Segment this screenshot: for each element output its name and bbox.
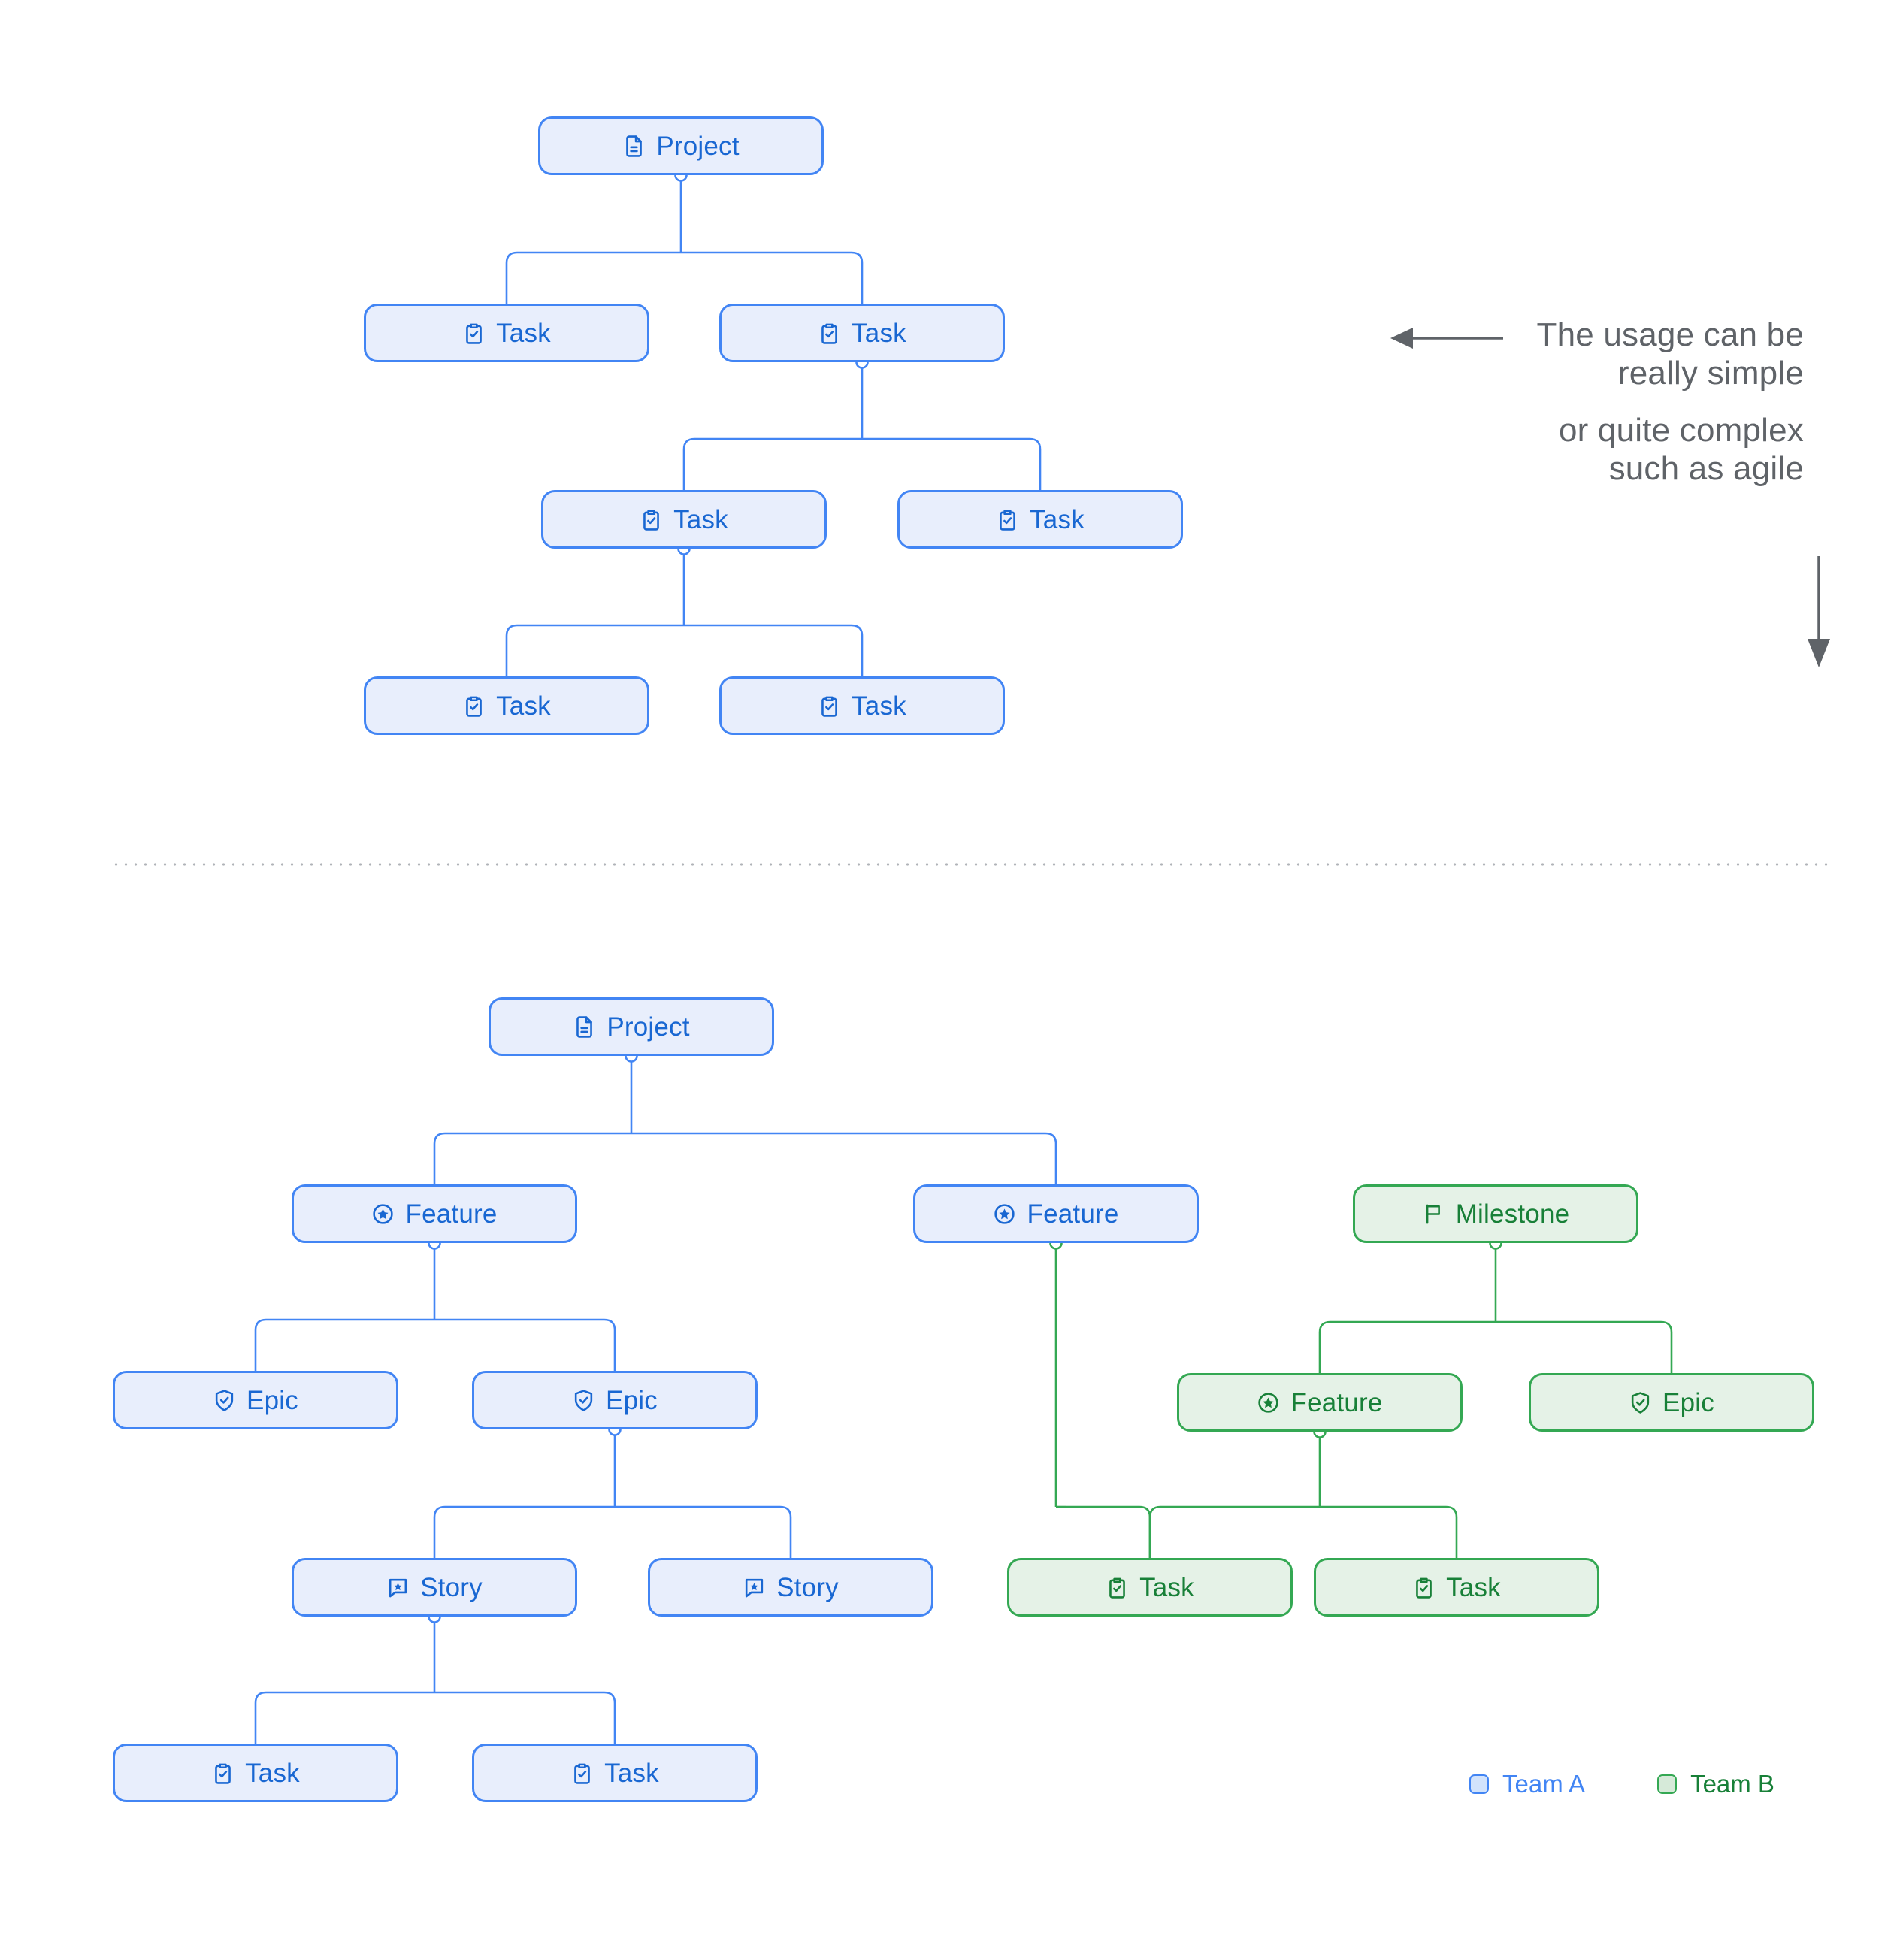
node-a-epic-1[interactable]: Epic: [113, 1371, 398, 1429]
node-a-epic-3[interactable]: Epic: [1529, 1373, 1814, 1432]
clipboard-check-icon: [996, 508, 1019, 531]
node-s-task-2[interactable]: Task: [719, 304, 1005, 362]
node-label: Story: [420, 1572, 483, 1602]
node-s-task-3[interactable]: Task: [541, 490, 827, 549]
node-a-story-1[interactable]: Story: [292, 1558, 577, 1617]
clipboard-check-icon: [570, 1762, 594, 1785]
node-a-task-g2[interactable]: Task: [1314, 1558, 1599, 1617]
node-label: Task: [852, 691, 906, 721]
node-label: Story: [776, 1572, 839, 1602]
node-a-feature-2[interactable]: Feature: [913, 1184, 1199, 1243]
edge-path: [505, 624, 518, 676]
node-s-task-5[interactable]: Task: [364, 676, 649, 735]
node-s-task-4[interactable]: Task: [897, 490, 1183, 549]
clipboard-check-icon: [1412, 1576, 1436, 1599]
node-label: Project: [656, 131, 740, 161]
clipboard-check-icon: [211, 1762, 234, 1785]
node-label: Task: [1030, 504, 1085, 534]
node-label: Feature: [1027, 1199, 1119, 1229]
edge-path: [1029, 437, 1042, 490]
node-a-feature-3[interactable]: Feature: [1177, 1373, 1463, 1432]
node-a-task-g1[interactable]: Task: [1007, 1558, 1293, 1617]
clipboard-check-icon: [640, 508, 663, 531]
star-circle-icon: [1257, 1391, 1280, 1414]
edge-path: [851, 251, 864, 304]
clipboard-check-icon: [462, 322, 486, 345]
node-label: Milestone: [1455, 1199, 1570, 1229]
node-label: Epic: [1662, 1387, 1714, 1417]
chat-star-icon: [743, 1576, 766, 1599]
node-a-story-2[interactable]: Story: [648, 1558, 933, 1617]
chat-star-icon: [386, 1576, 410, 1599]
node-label: Task: [1446, 1572, 1501, 1602]
edge-path: [505, 251, 518, 304]
node-label: Project: [607, 1012, 690, 1042]
edge-path: [1660, 1320, 1673, 1373]
node-label: Epic: [606, 1385, 658, 1415]
node-s-task-1[interactable]: Task: [364, 304, 649, 362]
usage-annotation: The usage can be really simple or quite …: [1473, 316, 1804, 488]
edge-path: [1139, 1505, 1151, 1558]
clipboard-check-icon: [818, 322, 841, 345]
node-label: Task: [245, 1758, 300, 1788]
square-swatch-icon: [1469, 1774, 1489, 1794]
annotation-line-1: The usage can be: [1536, 316, 1804, 353]
node-a-feature-1[interactable]: Feature: [292, 1184, 577, 1243]
node-a-task-b2[interactable]: Task: [472, 1744, 758, 1802]
team-legend: Team A Team B: [1469, 1770, 1774, 1798]
node-label: Task: [604, 1758, 659, 1788]
star-circle-icon: [993, 1202, 1016, 1226]
document-icon: [622, 135, 646, 158]
node-a-milestone[interactable]: Milestone: [1353, 1184, 1638, 1243]
node-label: Task: [673, 504, 728, 534]
annotation-line-2: really simple: [1617, 355, 1804, 392]
node-a-task-b1[interactable]: Task: [113, 1744, 398, 1802]
node-label: Epic: [247, 1385, 298, 1415]
clipboard-check-icon: [818, 694, 841, 718]
edge-path: [433, 1132, 446, 1184]
edge-path: [604, 1318, 616, 1371]
edge-path: [254, 1691, 267, 1744]
edge-path: [1318, 1320, 1331, 1373]
flag-icon: [1422, 1202, 1445, 1226]
edge-path: [1045, 1132, 1057, 1184]
legend-item-team-b[interactable]: Team B: [1657, 1770, 1774, 1798]
node-s-project[interactable]: Project: [538, 116, 824, 175]
node-a-epic-2[interactable]: Epic: [472, 1371, 758, 1429]
arrow-down-icon: [1808, 556, 1830, 667]
edge-path: [1445, 1505, 1458, 1558]
edge-path: [682, 437, 695, 490]
edge-path: [604, 1691, 616, 1744]
shield-check-icon: [1629, 1391, 1652, 1414]
edge-path: [779, 1505, 792, 1558]
edge-path: [254, 1318, 267, 1371]
clipboard-check-icon: [1106, 1576, 1129, 1599]
node-a-project[interactable]: Project: [489, 997, 774, 1056]
shield-check-icon: [213, 1389, 236, 1412]
square-swatch-icon: [1657, 1774, 1678, 1794]
edge-path: [851, 624, 864, 676]
annotation-line-4: such as agile: [1608, 450, 1804, 488]
section-divider: [111, 863, 1834, 866]
node-label: Task: [496, 691, 551, 721]
edge-path: [433, 1505, 446, 1558]
clipboard-check-icon: [462, 694, 486, 718]
shield-check-icon: [572, 1389, 595, 1412]
star-circle-icon: [371, 1202, 395, 1226]
node-label: Task: [496, 318, 551, 348]
annotation-line-3: or quite complex: [1558, 411, 1804, 449]
node-label: Task: [1139, 1572, 1194, 1602]
edge-path: [1148, 1505, 1161, 1558]
node-label: Task: [852, 318, 906, 348]
legend-label-team-b: Team B: [1690, 1770, 1774, 1798]
legend-item-team-a[interactable]: Team A: [1469, 1770, 1585, 1798]
legend-label-team-a: Team A: [1502, 1770, 1586, 1798]
node-s-task-6[interactable]: Task: [719, 676, 1005, 735]
node-label: Feature: [1290, 1387, 1383, 1417]
document-icon: [573, 1015, 596, 1039]
node-label: Feature: [405, 1199, 498, 1229]
arrow-left-icon: [1390, 328, 1503, 349]
